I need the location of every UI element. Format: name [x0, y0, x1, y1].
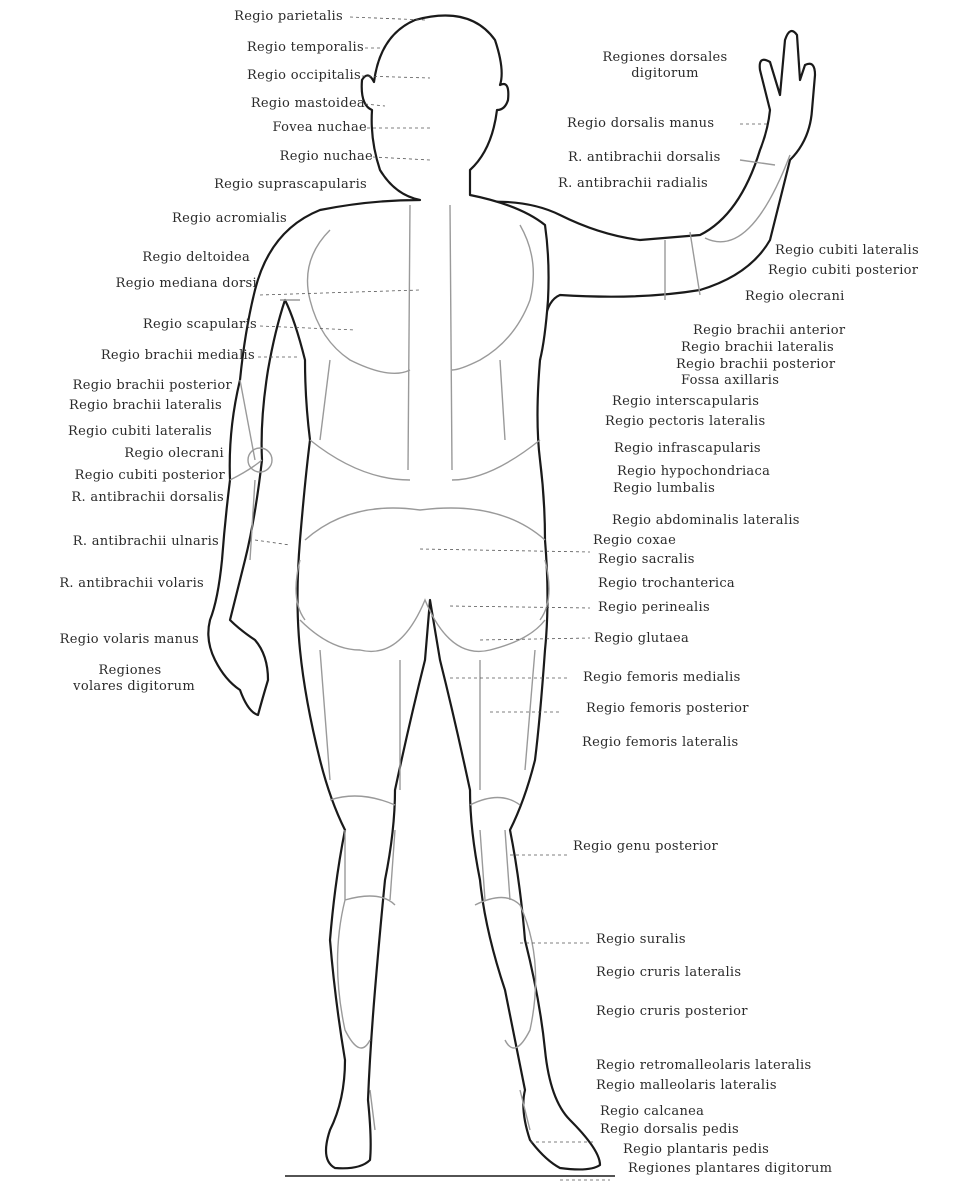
label-regio-brachii-posterior: Regio brachii posterior: [73, 379, 232, 393]
label-regio-volaris-manus: Regio volaris manus: [60, 633, 199, 647]
label-volares-digitorum: volares digitorum: [73, 680, 195, 694]
label-regio-deltoidea: Regio deltoidea: [142, 251, 250, 265]
label-regiones: Regiones: [85, 664, 175, 678]
label-digitorum: digitorum: [585, 67, 745, 81]
label-regio-mastoidea: Regio mastoidea: [251, 97, 365, 111]
label-regio-femoris-medialis: Regio femoris medialis: [583, 671, 741, 685]
label-regio-brachii-lateralis-right: Regio brachii lateralis: [681, 341, 834, 355]
label-regio-cruris-lateralis: Regio cruris lateralis: [596, 966, 741, 980]
label-regio-calcanea: Regio calcanea: [600, 1105, 704, 1119]
label-regio-parietalis: Regio parietalis: [234, 10, 343, 24]
label-regio-hypochondriaca: Regio hypochondriaca: [617, 465, 770, 479]
label-regio-dorsalis-manus: Regio dorsalis manus: [567, 117, 714, 131]
label-regio-infrascapularis: Regio infrascapularis: [614, 442, 761, 456]
label-regio-coxae: Regio coxae: [593, 534, 676, 548]
label-regio-sacralis: Regio sacralis: [598, 553, 695, 567]
label-regio-interscapularis: Regio interscapularis: [612, 395, 759, 409]
label-regio-scapularis: Regio scapularis: [143, 318, 257, 332]
label-regio-pectoris-lateralis: Regio pectoris lateralis: [605, 415, 765, 429]
label-regio-brachii-medialis: Regio brachii medialis: [101, 349, 255, 363]
label-regio-cubiti-posterior-right: Regio cubiti posterior: [768, 264, 918, 278]
label-regio-lumbalis: Regio lumbalis: [613, 482, 715, 496]
label-regio-acromialis: Regio acromialis: [172, 212, 287, 226]
label-regio-genu-posterior: Regio genu posterior: [573, 840, 718, 854]
label-regio-abdominalis-lateralis: Regio abdominalis lateralis: [612, 514, 800, 528]
label-regio-mediana-dorsi: Regio mediana dorsi: [116, 277, 257, 291]
label-r-antibrachii-volaris: R. antibrachii volaris: [59, 577, 204, 591]
label-regiones-plantares-digitorum: Regiones plantares digitorum: [628, 1162, 832, 1176]
label-regio-glutaea: Regio glutaea: [594, 632, 689, 646]
label-regio-cubiti-posterior: Regio cubiti posterior: [75, 469, 225, 483]
label-regio-malleolaris-lateralis: Regio malleolaris lateralis: [596, 1079, 777, 1093]
label-regio-perinealis: Regio perinealis: [598, 601, 710, 615]
label-fossa-axillaris: Fossa axillaris: [681, 374, 779, 388]
label-regio-olecrani: Regio olecrani: [124, 447, 224, 461]
label-regio-dorsalis-pedis: Regio dorsalis pedis: [600, 1123, 739, 1137]
label-regio-cruris-posterior: Regio cruris posterior: [596, 1005, 748, 1019]
label-regio-femoris-lateralis: Regio femoris lateralis: [582, 736, 738, 750]
label-regio-retromalleolaris-lateralis: Regio retromalleolaris lateralis: [596, 1059, 811, 1073]
label-regio-brachii-lateralis: Regio brachii lateralis: [69, 399, 222, 413]
label-r-antibrachii-ulnaris: R. antibrachii ulnaris: [73, 535, 219, 549]
label-regio-brachii-posterior-right: Regio brachii posterior: [676, 358, 835, 372]
label-regio-nuchae: Regio nuchae: [280, 150, 373, 164]
label-regio-brachii-anterior: Regio brachii anterior: [693, 324, 845, 338]
label-regio-femoris-posterior: Regio femoris posterior: [586, 702, 749, 716]
label-regio-olecrani-right: Regio olecrani: [745, 290, 845, 304]
label-regio-suralis: Regio suralis: [596, 933, 686, 947]
label-regio-plantaris-pedis: Regio plantaris pedis: [623, 1143, 769, 1157]
label-fovea-nuchae: Fovea nuchae: [273, 121, 368, 135]
label-regio-cubiti-lateralis: Regio cubiti lateralis: [68, 425, 212, 439]
label-regio-temporalis: Regio temporalis: [247, 41, 364, 55]
label-regio-suprascapularis: Regio suprascapularis: [214, 178, 367, 192]
label-regio-occipitalis: Regio occipitalis: [247, 69, 361, 83]
label-regio-trochanterica: Regio trochanterica: [598, 577, 735, 591]
label-r-antibrachii-dorsalis: R. antibrachii dorsalis: [71, 491, 224, 505]
label-regiones-dorsales: Regiones dorsales: [585, 51, 745, 65]
label-r-antibrachii-dorsalis-right: R. antibrachii dorsalis: [568, 151, 721, 165]
label-r-antibrachii-radialis: R. antibrachii radialis: [558, 177, 708, 191]
label-regio-cubiti-lateralis-right: Regio cubiti lateralis: [775, 244, 919, 258]
